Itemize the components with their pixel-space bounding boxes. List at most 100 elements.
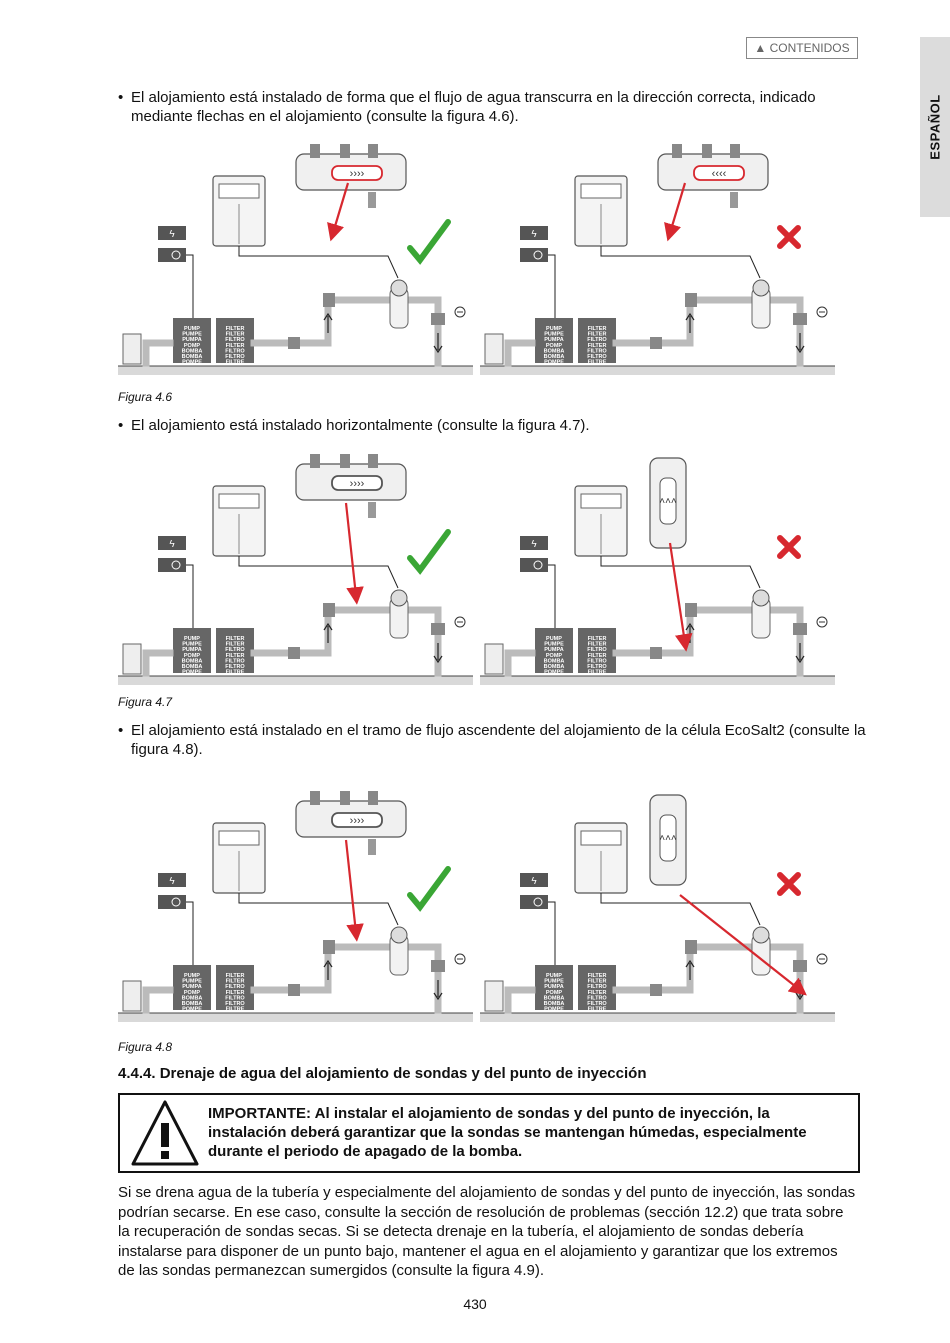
- control-unit: [574, 175, 628, 247]
- filter-label: FILTER: [588, 326, 607, 332]
- pipe-fittings: [288, 940, 445, 996]
- svg-text:ϟ: ϟ: [531, 539, 537, 550]
- svg-text:ϟ: ϟ: [531, 229, 537, 240]
- filter: FILTERFILTERFILTROFILTERFILTROFILTROFILT…: [578, 628, 616, 676]
- pump-label: BOMBA: [182, 658, 203, 664]
- bullet-1: •El alojamiento está instalado de forma …: [118, 88, 868, 126]
- pump-label: POMPE: [182, 1007, 202, 1013]
- probe-housing: ››››: [295, 454, 407, 518]
- filter-label: FILTRO: [587, 664, 607, 670]
- filter-label: FILTER: [588, 990, 607, 996]
- svg-text:ϟ: ϟ: [169, 539, 175, 550]
- pump-label: PUMPA: [544, 337, 563, 343]
- figure-caption: Figura 4.6: [118, 390, 173, 404]
- svg-text:ϟ: ϟ: [531, 876, 537, 887]
- pump-label: POMP: [546, 990, 563, 996]
- filter-label: FILTRO: [225, 658, 245, 664]
- pump-label: PUMPE: [182, 332, 202, 338]
- pump-label: PUMPA: [544, 647, 563, 653]
- pump-label: PUMP: [184, 326, 200, 332]
- contents-button[interactable]: ▲ CONTENIDOS: [746, 37, 858, 59]
- filter-label: FILTER: [226, 973, 245, 979]
- filter: FILTERFILTERFILTROFILTERFILTROFILTROFILT…: [216, 965, 254, 1013]
- ground-symbol-icon: [816, 306, 828, 318]
- pump-label: PUMPA: [544, 984, 563, 990]
- power-icon: ϟ: [520, 873, 548, 887]
- checkmark-icon: [407, 219, 451, 265]
- control-unit: [574, 485, 628, 557]
- pump-label: POMPE: [182, 360, 202, 366]
- probe-housing: ‹‹‹‹: [657, 144, 769, 208]
- filter-label: FILTER: [588, 343, 607, 349]
- indicator-arrow: [344, 502, 364, 605]
- ground: [118, 676, 473, 685]
- flow-arrow-icon: [795, 333, 805, 354]
- cross-icon: [777, 225, 801, 249]
- timer-icon: [520, 895, 548, 909]
- control-unit: [212, 485, 266, 557]
- pump-label: PUMPA: [182, 337, 201, 343]
- svg-text:››››: ››››: [350, 478, 365, 490]
- indicator-arrow: [679, 894, 807, 996]
- filter-label: FILTER: [588, 653, 607, 659]
- filter: FILTERFILTERFILTROFILTERFILTROFILTROFILT…: [216, 318, 254, 366]
- pump-label: BOMBA: [544, 995, 565, 1001]
- svg-text:››››: ››››: [350, 168, 365, 180]
- ground-symbol-icon: [454, 953, 466, 965]
- figure-caption: Figura 4.7: [118, 695, 173, 709]
- filter-label: FILTER: [588, 973, 607, 979]
- warning-text: IMPORTANTE: Al instalar el alojamiento d…: [208, 1105, 807, 1160]
- pipe-fittings: [650, 940, 807, 996]
- pump-label: POMP: [184, 990, 201, 996]
- filter-label: FILTER: [226, 979, 245, 985]
- filter-label: FILTRE: [588, 1007, 607, 1013]
- checkmark-icon: [407, 529, 451, 575]
- chemical-tank: [484, 333, 504, 365]
- pipe-fittings: [650, 293, 807, 349]
- pump-label: PUMP: [546, 973, 562, 979]
- pump-label: POMPE: [544, 1007, 564, 1013]
- indicator-arrow: [664, 182, 687, 242]
- filter-label: FILTRO: [225, 354, 245, 360]
- bullet-dot: •: [118, 89, 124, 106]
- ecosalt-cell: [751, 926, 771, 976]
- probe-housing: ››››: [295, 144, 407, 208]
- timer-icon: [158, 895, 186, 909]
- filter-label: FILTRO: [225, 647, 245, 653]
- pump-label: PUMP: [184, 636, 200, 642]
- ecosalt-cell: [389, 926, 409, 976]
- pump-label: BOMBA: [182, 664, 203, 670]
- checkmark-icon: [407, 866, 451, 912]
- ecosalt-cell: [389, 279, 409, 329]
- page-number: 430: [463, 1296, 487, 1312]
- chemical-tank: [122, 980, 142, 1012]
- control-unit: [212, 822, 266, 894]
- pump-label: POMP: [184, 343, 201, 349]
- flow-arrow-icon: [323, 312, 333, 333]
- power-icon: ϟ: [158, 226, 186, 240]
- pipe-fittings: [650, 603, 807, 659]
- bullet-3: •El alojamiento está instalado en el tra…: [118, 721, 868, 759]
- warning-box: IMPORTANTE: Al instalar el alojamiento d…: [118, 1093, 860, 1173]
- filter-label: FILTER: [226, 332, 245, 338]
- chemical-tank: [484, 980, 504, 1012]
- pump-label: PUMPE: [182, 642, 202, 648]
- flow-arrow-icon: [433, 333, 443, 354]
- pump-label: POMP: [184, 653, 201, 659]
- probe-housing: ˄˄˄: [649, 794, 687, 886]
- body-paragraph: Si se drena agua de la tubería y especia…: [118, 1184, 856, 1279]
- pump-label: POMP: [546, 653, 563, 659]
- flow-arrow-icon: [685, 312, 695, 333]
- pump-label: POMP: [546, 343, 563, 349]
- ground-symbol-icon: [454, 306, 466, 318]
- filter-label: FILTRO: [587, 1001, 607, 1007]
- bullet-text: El alojamiento está instalado horizontal…: [131, 417, 590, 434]
- ecosalt-cell: [389, 589, 409, 639]
- flow-arrow-icon: [323, 622, 333, 643]
